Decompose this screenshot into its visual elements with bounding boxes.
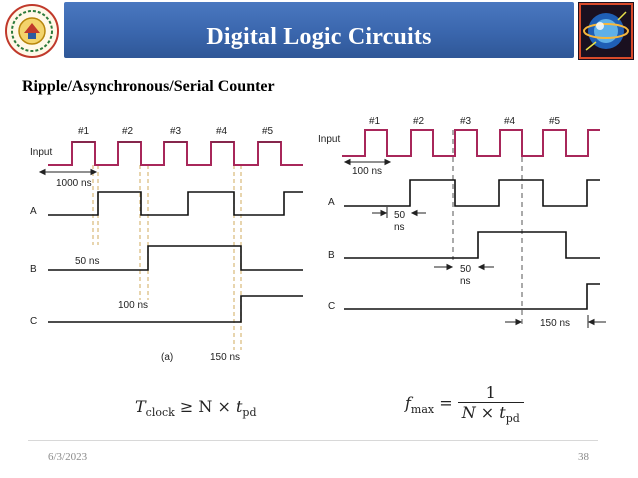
left-pulse-label-4: #4 [216, 126, 228, 137]
right-delay-c-arrows [505, 315, 606, 328]
max-frequency-formula: fmax = 1 N × tpd [405, 383, 524, 425]
right-period-label: 100 ns [352, 166, 382, 177]
right-a-waveform [344, 179, 600, 207]
left-period-arrow [38, 168, 98, 176]
left-pulse-label-1: #1 [78, 126, 90, 137]
left-period-label: 1000 ns [56, 178, 92, 189]
right-delay-b-value: 50 [460, 264, 472, 275]
right-input-waveform [342, 129, 600, 157]
right-delay-a-value: 50 [394, 210, 406, 221]
slide-date: 6/3/2023 [48, 451, 88, 463]
left-c-waveform [48, 295, 303, 323]
right-pulse-label-3: #3 [460, 116, 472, 127]
right-timing-diagram: #1 #2 #3 #4 #5 Input A B C 100 ns [318, 116, 606, 329]
clock-period-formula: Tclock ≥ N × tpd [135, 397, 257, 420]
right-delay-markers [452, 130, 523, 328]
footer-divider [28, 440, 598, 441]
left-a-waveform [48, 191, 303, 216]
right-delay-c-label: 150 ns [540, 318, 570, 329]
university-seal-icon [5, 4, 59, 58]
right-pulse-label-4: #4 [504, 116, 516, 127]
left-signal-a: A [30, 206, 37, 217]
left-signal-b: B [30, 264, 37, 275]
right-period-arrow [343, 158, 392, 166]
left-delay-b-label: 100 ns [118, 300, 148, 311]
left-signal-input: Input [30, 147, 52, 158]
left-input-waveform [48, 141, 303, 166]
right-signal-a: A [328, 197, 335, 208]
title-band [64, 2, 574, 58]
left-pulse-label-2: #2 [122, 126, 134, 137]
right-delay-a-arrows [372, 207, 426, 218]
left-b-waveform [48, 245, 303, 271]
right-signal-b: B [328, 250, 335, 261]
right-signal-input: Input [318, 134, 340, 145]
right-c-waveform [344, 283, 600, 310]
left-signal-c: C [30, 316, 37, 327]
left-delay-c-label: 150 ns [210, 352, 240, 363]
slide-subtitle: Ripple/Asynchronous/Serial Counter [22, 78, 275, 95]
right-signal-c: C [328, 301, 335, 312]
right-pulse-label-1: #1 [369, 116, 381, 127]
left-delay-a-label: 50 ns [75, 256, 99, 267]
left-timing-diagram: #1 #2 #3 #4 #5 Input A B C 1000 ns [30, 126, 303, 363]
left-pulse-label-3: #3 [170, 126, 182, 137]
left-pulse-label-5: #5 [262, 126, 274, 137]
right-b-waveform [344, 231, 600, 259]
slide-header: Digital Logic Circuits [0, 0, 638, 68]
page-number: 38 [578, 451, 589, 463]
right-pulse-label-2: #2 [413, 116, 425, 127]
right-delay-b-unit: ns [460, 276, 471, 287]
left-caption: (a) [161, 352, 173, 363]
right-delay-a-unit: ns [394, 222, 405, 233]
timing-diagrams: #1 #2 #3 #4 #5 Input A B C 1000 ns [30, 116, 606, 363]
fmax-fraction: 1 N × tpd [457, 383, 524, 425]
slide-title: Digital Logic Circuits [206, 24, 432, 50]
right-delay-b-arrows [434, 263, 494, 271]
circuit-globe-icon [578, 2, 634, 60]
right-pulse-label-5: #5 [549, 116, 561, 127]
